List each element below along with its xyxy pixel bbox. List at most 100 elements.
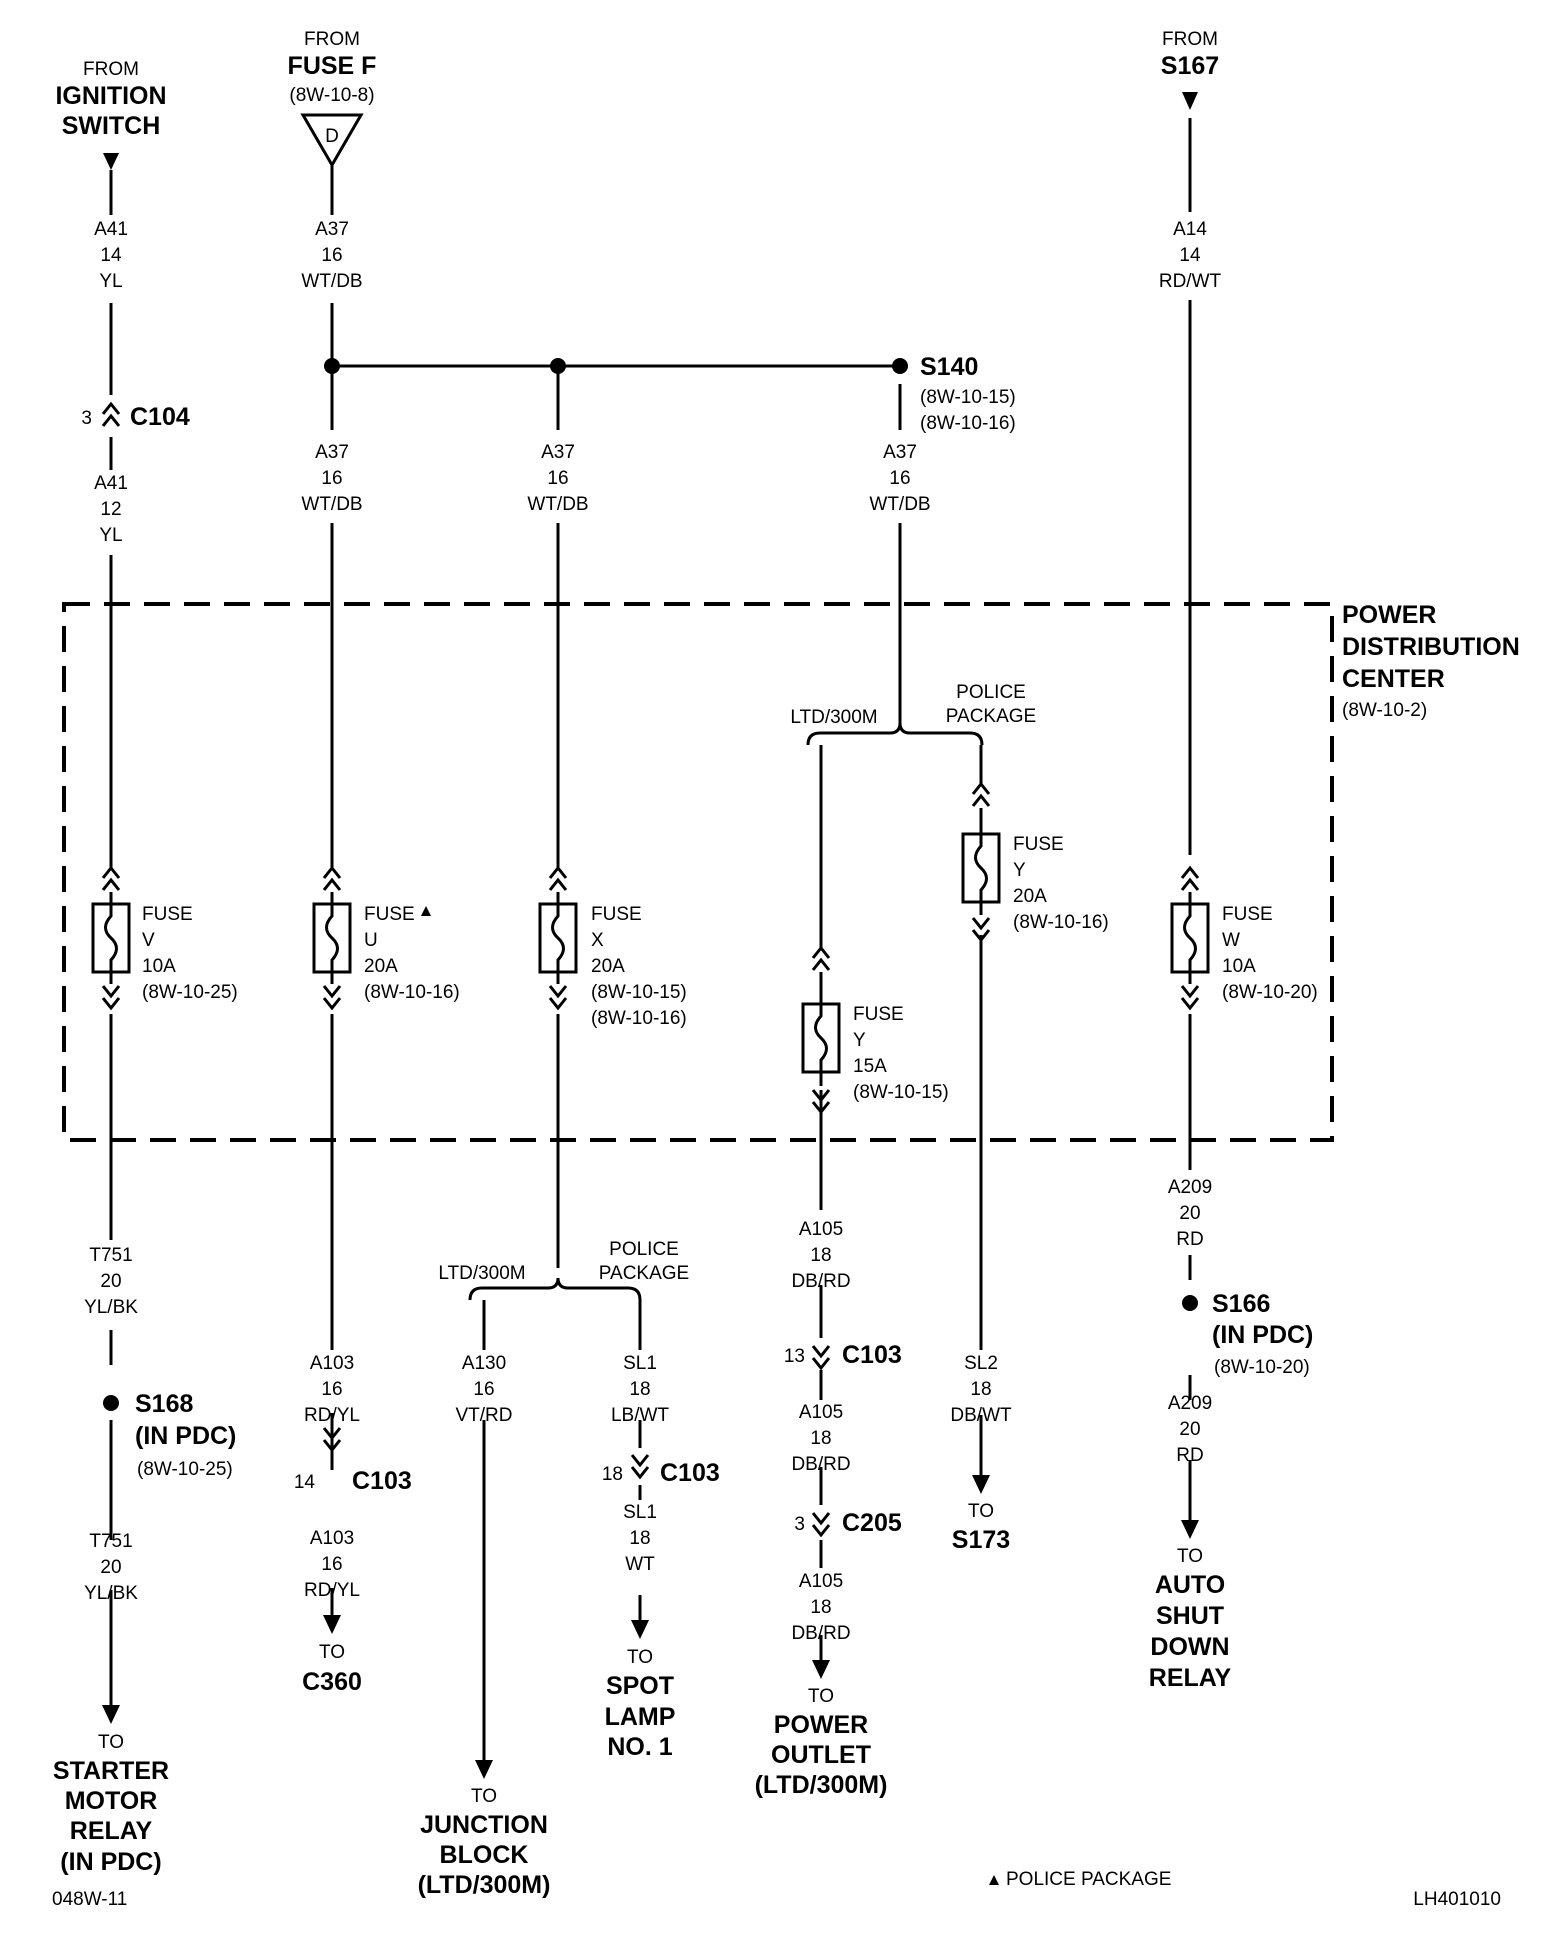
- svg-text:TO: TO: [968, 1501, 994, 1522]
- fuse-y-15a: FUSE Y 15A (8W-10-15): [801, 945, 949, 1115]
- svg-text:MOTOR: MOTOR: [65, 1787, 158, 1815]
- fuse-x: FUSE X 20A (8W-10-15) (8W-10-16): [538, 865, 687, 1029]
- svg-text:A105: A105: [799, 1571, 843, 1592]
- svg-text:16: 16: [473, 1379, 494, 1400]
- svg-text:20A: 20A: [364, 956, 398, 977]
- svg-text:FUSE F: FUSE F: [288, 52, 377, 80]
- svg-text:A105: A105: [799, 1219, 843, 1240]
- svg-text:AUTO: AUTO: [1155, 1571, 1225, 1599]
- svg-text:16: 16: [321, 245, 342, 266]
- svg-text:(IN PDC): (IN PDC): [135, 1422, 236, 1450]
- connector-c103-a: 14 C103: [294, 1427, 412, 1495]
- wire-label-a130: A130 16 VT/RD: [456, 1353, 513, 1426]
- wire-label-sl1-2: SL1 18 WT: [623, 1502, 657, 1575]
- svg-text:13: 13: [784, 1346, 805, 1367]
- wire-label-t751-1: T751 20 YL/BK: [84, 1245, 138, 1318]
- svg-text:S140: S140: [920, 353, 978, 381]
- svg-text:DOWN: DOWN: [1150, 1633, 1229, 1661]
- drawing-code: LH401010: [1413, 1889, 1501, 1910]
- svg-text:CENTER: CENTER: [1342, 665, 1445, 693]
- svg-text:10A: 10A: [142, 956, 176, 977]
- svg-text:C103: C103: [660, 1459, 720, 1487]
- splice-s140: S140 (8W-10-15) (8W-10-16): [920, 353, 1016, 434]
- svg-text:FROM: FROM: [1162, 29, 1218, 50]
- svg-text:VT/RD: VT/RD: [456, 1405, 513, 1426]
- svg-text:(8W-10-15): (8W-10-15): [920, 387, 1016, 408]
- source-fuse-f: FROM FUSE F (8W-10-8) D: [288, 29, 377, 168]
- svg-text:Y: Y: [1013, 860, 1026, 881]
- svg-text:(LTD/300M): (LTD/300M): [418, 1871, 551, 1899]
- destination-junction-block: TO JUNCTION BLOCK (LTD/300M): [418, 1786, 551, 1899]
- svg-text:(LTD/300M): (LTD/300M): [755, 1771, 888, 1799]
- svg-text:16: 16: [321, 1379, 342, 1400]
- wire-label-a209-1: A209 20 RD: [1168, 1177, 1212, 1250]
- svg-text:W: W: [1222, 930, 1240, 951]
- svg-text:DB/RD: DB/RD: [791, 1623, 850, 1644]
- footer-legend: POLICE PACKAGE: [989, 1869, 1171, 1890]
- wire-label-t751-2: T751 20 YL/BK: [84, 1531, 138, 1604]
- svg-text:C103: C103: [352, 1467, 412, 1495]
- svg-text:C360: C360: [302, 1668, 362, 1696]
- svg-text:10A: 10A: [1222, 956, 1256, 977]
- wire-label-a37-3: A37 16 WT/DB: [869, 442, 930, 515]
- svg-text:20: 20: [100, 1271, 121, 1292]
- svg-text:RD/WT: RD/WT: [1159, 271, 1222, 292]
- svg-text:Y: Y: [853, 1030, 866, 1051]
- option-labels-upper: LTD/300M POLICE PACKAGE: [790, 682, 1036, 728]
- pdc-outline: [62, 602, 1334, 1142]
- svg-text:DB/RD: DB/RD: [791, 1454, 850, 1475]
- arrow-down-icon: [103, 153, 119, 170]
- svg-text:WT/DB: WT/DB: [527, 494, 588, 515]
- svg-text:(8W-10-16): (8W-10-16): [1013, 912, 1109, 933]
- svg-text:A41: A41: [94, 473, 128, 494]
- svg-text:RD: RD: [1176, 1229, 1203, 1250]
- svg-text:DB/RD: DB/RD: [791, 1271, 850, 1292]
- wires: [109, 118, 1192, 1760]
- source-ignition-switch: FROM IGNITION SWITCH: [55, 59, 167, 170]
- svg-text:RELAY: RELAY: [70, 1817, 153, 1845]
- svg-text:JUNCTION: JUNCTION: [420, 1811, 548, 1839]
- svg-text:YL/BK: YL/BK: [84, 1297, 138, 1318]
- connector-c205: 3 C205: [794, 1509, 902, 1538]
- svg-text:WT/DB: WT/DB: [301, 271, 362, 292]
- svg-text:(8W-10-16): (8W-10-16): [591, 1008, 687, 1029]
- svg-text:14: 14: [100, 245, 122, 266]
- svg-text:POWER: POWER: [774, 1711, 868, 1739]
- wire-label-a41-top: A41 14 YL: [94, 219, 128, 292]
- svg-text:(IN PDC): (IN PDC): [60, 1848, 161, 1876]
- svg-text:WT/DB: WT/DB: [869, 494, 930, 515]
- svg-text:SPOT: SPOT: [606, 1672, 674, 1700]
- svg-text:(8W-10-15): (8W-10-15): [591, 982, 687, 1003]
- svg-text:FUSE: FUSE: [1222, 904, 1273, 925]
- page-number: 048W-11: [52, 1889, 127, 1910]
- svg-text:YL: YL: [99, 525, 122, 546]
- svg-text:IGNITION: IGNITION: [55, 82, 166, 110]
- svg-text:OUTLET: OUTLET: [771, 1741, 871, 1769]
- svg-text:S166: S166: [1212, 1290, 1270, 1318]
- svg-text:18: 18: [629, 1528, 650, 1549]
- svg-text:(8W-10-16): (8W-10-16): [920, 413, 1016, 434]
- svg-text:RELAY: RELAY: [1149, 1664, 1232, 1692]
- svg-text:(8W-10-20): (8W-10-20): [1222, 982, 1318, 1003]
- svg-text:A103: A103: [310, 1353, 354, 1374]
- svg-text:TO: TO: [627, 1647, 653, 1668]
- wire-label-a37-top: A37 16 WT/DB: [301, 219, 362, 292]
- svg-text:LAMP: LAMP: [605, 1703, 676, 1731]
- splice-s168: S168 (IN PDC) (8W-10-25): [135, 1390, 236, 1480]
- destination-spot-lamp: TO SPOT LAMP NO. 1: [605, 1647, 676, 1761]
- svg-text:D: D: [325, 126, 339, 147]
- svg-text:X: X: [591, 930, 604, 951]
- svg-text:U: U: [364, 930, 378, 951]
- svg-text:WT: WT: [625, 1554, 655, 1575]
- svg-text:(IN PDC): (IN PDC): [1212, 1321, 1313, 1349]
- svg-text:20: 20: [100, 1557, 121, 1578]
- svg-text:SWITCH: SWITCH: [62, 112, 161, 140]
- svg-text:LTD/300M: LTD/300M: [438, 1263, 525, 1284]
- svg-text:S173: S173: [952, 1526, 1010, 1554]
- option-braces: [468, 722, 984, 1301]
- svg-text:(8W-10-8): (8W-10-8): [289, 85, 374, 106]
- svg-text:A37: A37: [883, 442, 917, 463]
- fuse-v: FUSE V 10A (8W-10-25): [91, 865, 238, 1011]
- connector-c103-b: 18 C103: [602, 1454, 720, 1487]
